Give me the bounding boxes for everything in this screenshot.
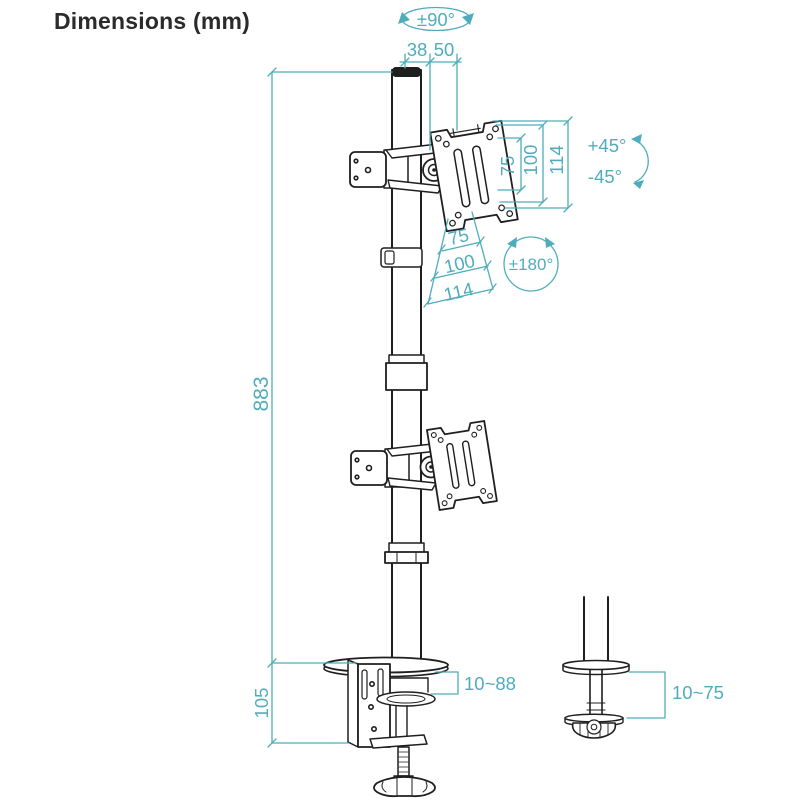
label-grommet-thickness-range: 10~75 xyxy=(672,682,724,703)
vesa-plate-top xyxy=(429,119,519,233)
pole-top-cap xyxy=(392,67,421,77)
label-pole-rotation: ±90° xyxy=(417,9,455,30)
vesa-plate-top-outline xyxy=(429,119,519,233)
label-pole-height: 883 xyxy=(250,376,273,411)
monitor-arm-clamp-bottom xyxy=(350,443,443,491)
tilt-arrow-icon xyxy=(631,134,642,144)
clamp-pad xyxy=(376,691,436,707)
dim-tilt-range: +45° -45° xyxy=(588,134,649,189)
vesa-screw-holes xyxy=(434,125,514,227)
dim-grommet-thickness-range: 10~75 xyxy=(626,671,724,719)
label-vesa-h-inner: 75 xyxy=(446,224,471,249)
label-vesa-v-mid: 100 xyxy=(520,145,541,176)
dim-pole-rotation: ±90° xyxy=(398,6,474,32)
dim-top-widths: 38 50 xyxy=(399,39,462,151)
pole-joint-collar xyxy=(385,354,428,391)
page-title: Dimensions (mm) xyxy=(54,8,250,34)
rotation-arrow-icon xyxy=(462,13,474,25)
dim-clamp-height: 105 xyxy=(251,662,349,748)
clamp-star-knob xyxy=(373,776,436,798)
dim-vesa-horizontal: 75 100 114 xyxy=(423,211,497,308)
clamp-bottom-lip xyxy=(369,734,428,749)
rotation-arrow-icon xyxy=(507,237,517,248)
label-clamp-height: 105 xyxy=(251,688,272,719)
rotation-arrow-icon xyxy=(398,12,410,24)
dim-vesa-vertical: 75 100 114 xyxy=(492,116,573,213)
dim-swivel-rotation: ±180° xyxy=(503,236,559,292)
label-vesa-h-outer: 114 xyxy=(442,278,475,305)
pole-lower-collar xyxy=(384,542,429,564)
label-vesa-v-outer: 114 xyxy=(546,145,567,175)
label-swivel-rotation: ±180° xyxy=(509,255,554,274)
product-line-art xyxy=(323,67,630,798)
vesa-plate-bottom-outline xyxy=(426,420,498,511)
tilt-arrow-icon xyxy=(633,180,644,189)
grommet-pole xyxy=(583,596,609,662)
vesa-plate-bottom xyxy=(426,420,498,511)
label-tilt-down: -45° xyxy=(588,166,622,187)
grommet-mount xyxy=(562,596,630,739)
desk-clamp xyxy=(323,656,449,798)
grommet-top-disc xyxy=(562,659,630,671)
label-vesa-v-inner: 75 xyxy=(497,156,518,177)
grommet-rod xyxy=(589,669,603,717)
label-arm-offset: 50 xyxy=(434,39,455,60)
label-tilt-up: +45° xyxy=(588,135,627,156)
label-pole-width: 38 xyxy=(407,39,428,60)
cable-clip xyxy=(380,247,423,268)
monitor-arm-clamp-top xyxy=(349,143,446,194)
dim-clamp-thickness-range: 10~88 xyxy=(430,671,516,695)
dimension-annotations: ±90° 38 50 75 100 114 xyxy=(250,6,724,748)
dim-pole-height: 883 xyxy=(250,67,393,668)
vesa-screw-holes xyxy=(430,424,493,507)
label-vesa-h-mid: 100 xyxy=(442,250,477,277)
label-clamp-thickness-range: 10~88 xyxy=(464,673,516,694)
rotation-arrow-icon xyxy=(545,237,555,248)
